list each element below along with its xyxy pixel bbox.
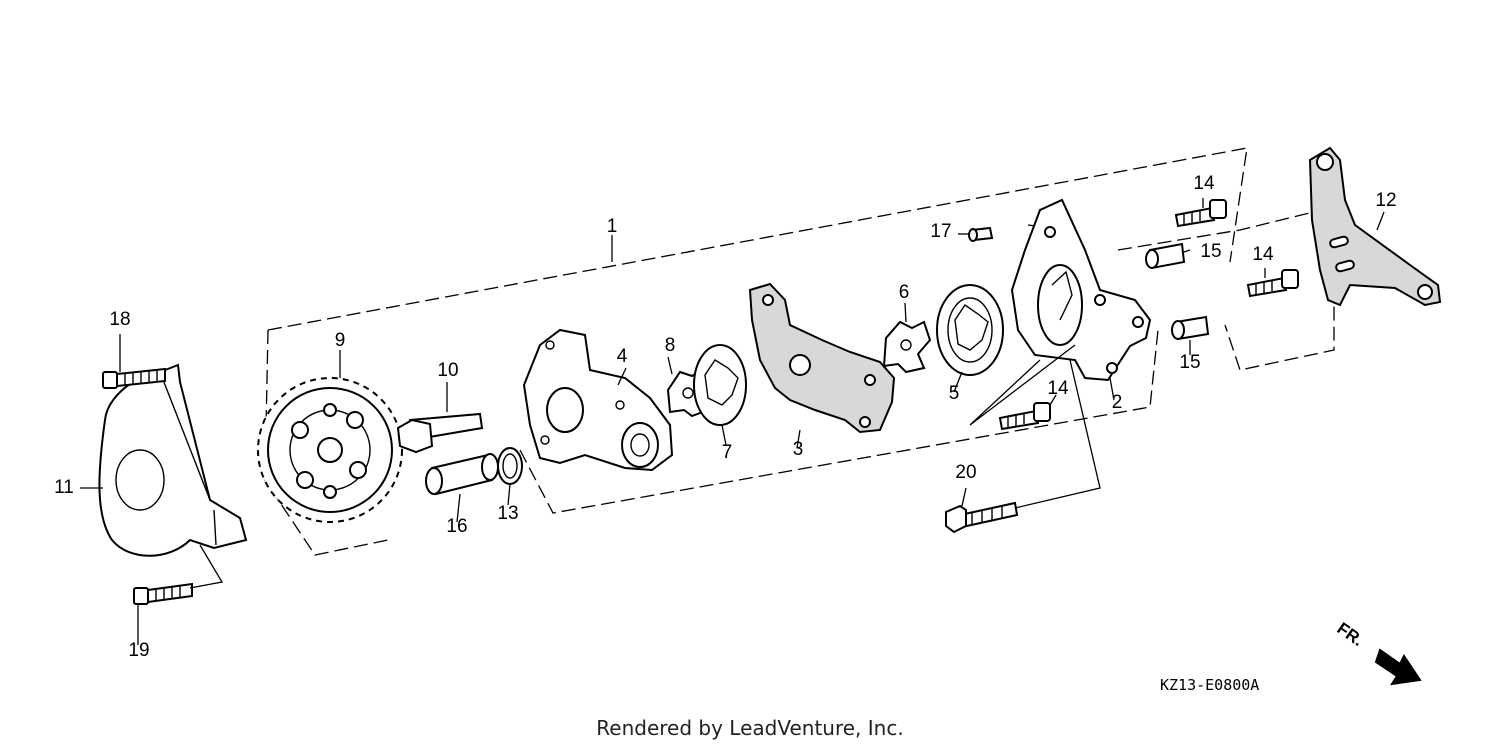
callout-8: 8 bbox=[665, 335, 676, 356]
callout-13: 13 bbox=[497, 503, 518, 524]
part-14-bolt-top bbox=[1174, 199, 1227, 228]
fr-label: FR. bbox=[1334, 619, 1367, 650]
callout-14-right: 14 bbox=[1252, 244, 1274, 265]
part-11-cover bbox=[98, 363, 248, 557]
part-9-gear bbox=[257, 377, 403, 523]
front-direction-indicator: FR. bbox=[1334, 619, 1422, 686]
callout-6: 6 bbox=[899, 282, 910, 303]
callout-4: 4 bbox=[617, 346, 628, 367]
part-4-pump-body bbox=[522, 328, 674, 472]
part-12-bracket bbox=[1308, 146, 1442, 307]
callout-leaders bbox=[80, 198, 1385, 645]
front-arrow-icon bbox=[1374, 648, 1422, 686]
callout-5: 5 bbox=[949, 383, 960, 404]
leader-20 bbox=[1014, 359, 1101, 509]
part-15-dowel-lower bbox=[1171, 315, 1210, 341]
part-16-bushing bbox=[425, 453, 499, 496]
footer-credit: Rendered by LeadVenture, Inc. bbox=[596, 716, 904, 740]
part-2-pump-cover bbox=[1010, 198, 1152, 382]
callout-18: 18 bbox=[109, 309, 130, 330]
callout-11: 11 bbox=[54, 477, 74, 498]
part-5-outer-rotor bbox=[936, 284, 1004, 376]
part-17-pin bbox=[968, 226, 994, 242]
part-3-plate bbox=[748, 282, 896, 434]
callout-15-upper: 15 bbox=[1200, 241, 1221, 262]
part-13-ring bbox=[497, 447, 523, 485]
callout-14-lower: 14 bbox=[1047, 378, 1069, 399]
part-10-shaft bbox=[396, 412, 484, 454]
callout-10: 10 bbox=[437, 360, 458, 381]
part-7-outer-rotor bbox=[693, 344, 747, 426]
part-20-bolt bbox=[945, 501, 1019, 534]
part-19-bolt bbox=[133, 582, 193, 605]
callout-16: 16 bbox=[446, 516, 467, 537]
part-18-bolt bbox=[102, 367, 166, 389]
callout-20: 20 bbox=[955, 462, 976, 483]
leader-19-cover bbox=[189, 544, 224, 589]
part-15-dowel-upper bbox=[1145, 242, 1186, 270]
callout-2: 2 bbox=[1112, 392, 1123, 413]
callout-12: 12 bbox=[1375, 190, 1396, 211]
callout-3: 3 bbox=[793, 439, 804, 460]
diagram-code: KZ13-E0800A bbox=[1160, 676, 1259, 694]
callout-15-lower: 15 bbox=[1179, 352, 1200, 373]
bolt-group-outline bbox=[1117, 206, 1335, 371]
callout-17: 17 bbox=[930, 221, 951, 242]
callout-7: 7 bbox=[722, 442, 733, 463]
leader-14-lower bbox=[969, 344, 1076, 426]
part-14-bolt-right bbox=[1246, 269, 1299, 298]
callout-19: 19 bbox=[128, 640, 149, 661]
callout-9: 9 bbox=[335, 330, 346, 351]
callout-1: 1 bbox=[607, 216, 618, 237]
part-6-inner-rotor bbox=[882, 320, 932, 374]
callout-14-top: 14 bbox=[1193, 173, 1215, 194]
part-14-bolt-lower bbox=[998, 402, 1051, 431]
